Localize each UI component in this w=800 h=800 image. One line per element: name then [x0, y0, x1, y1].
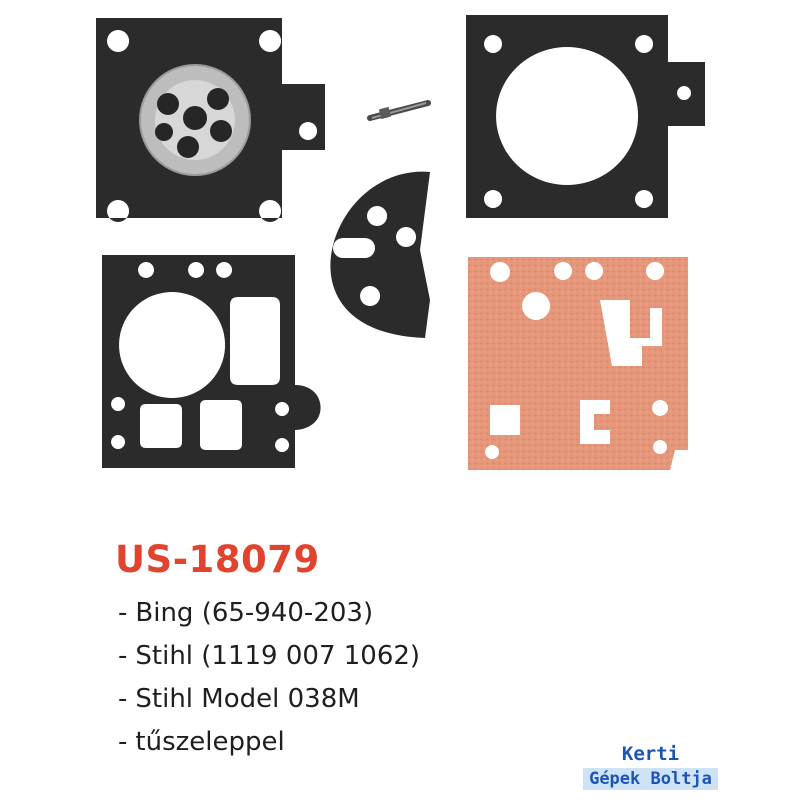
metering-diaphragm — [96, 18, 325, 222]
list-item: -Stihl (1119 007 1062) — [118, 635, 420, 678]
product-image — [96, 15, 705, 470]
shop-watermark: Kerti Gépek Boltja — [568, 743, 733, 790]
list-item: -tűszeleppel — [118, 721, 420, 764]
bullet-dash: - — [118, 684, 128, 714]
carburetor-kit-illustration — [96, 15, 705, 470]
list-item-text: Bing (65-940-203) — [135, 598, 374, 628]
watermark-line-1: Kerti — [621, 743, 680, 765]
bullet-dash: - — [118, 598, 128, 628]
watermark-line-2: Gépek Boltja — [583, 768, 718, 790]
list-item-text: Stihl (1119 007 1062) — [135, 641, 421, 671]
needle-valve — [367, 100, 431, 121]
bullet-dash: - — [118, 641, 128, 671]
list-item-text: tűszeleppel — [135, 727, 285, 757]
pump-gasket — [466, 15, 705, 218]
list-item: -Stihl Model 038M — [118, 678, 420, 721]
list-item: -Bing (65-940-203) — [118, 592, 420, 635]
fiber-gasket — [468, 257, 688, 470]
compatibility-list: -Bing (65-940-203) -Stihl (1119 007 1062… — [118, 592, 420, 764]
bullet-dash: - — [118, 727, 128, 757]
list-item-text: Stihl Model 038M — [135, 684, 360, 714]
product-code: US-18079 — [115, 538, 320, 581]
check-valve-flap — [330, 171, 430, 338]
metering-gasket — [102, 255, 321, 468]
